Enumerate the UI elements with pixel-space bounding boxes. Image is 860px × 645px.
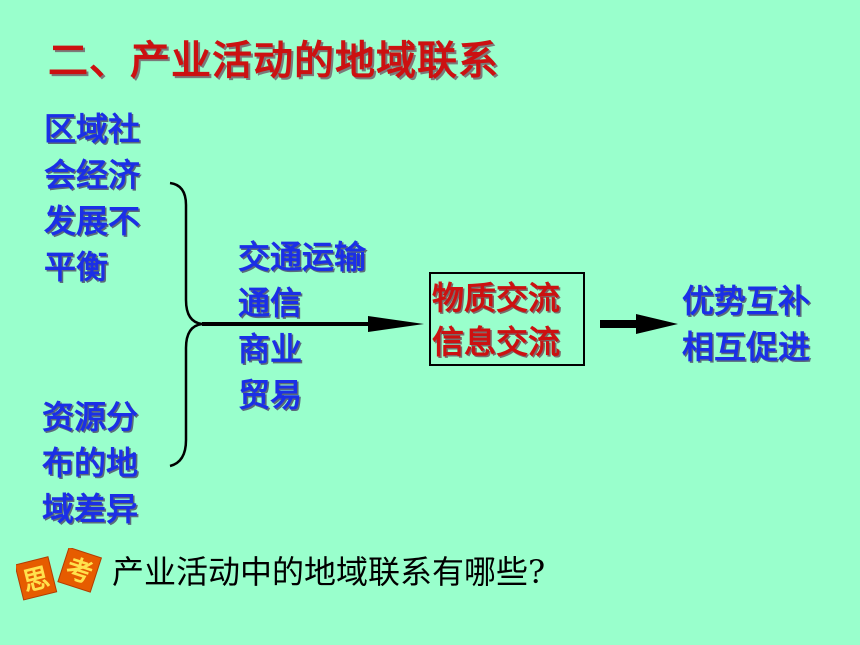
cause-bottom-text: 资源分 布的地 域差异 xyxy=(42,398,139,528)
result-text: 优势互补 相互促进 xyxy=(682,282,811,366)
slide-title: 二、产业活动的地域联系 xyxy=(48,37,499,84)
think-badge-icon: 思 考 xyxy=(16,548,103,601)
exchange-box: 物质交流 信息交流 xyxy=(429,272,585,366)
cause-top-text: 区域社 会经济 发展不 平衡 xyxy=(44,110,141,286)
brace-icon xyxy=(169,181,203,468)
arrow-head-main xyxy=(368,316,424,332)
channels-text: 交通运输 通信 商业 贸易 xyxy=(238,238,367,414)
question-text: 产业活动中的地域联系有哪些? xyxy=(112,553,546,591)
arrow-head-result xyxy=(636,314,678,334)
